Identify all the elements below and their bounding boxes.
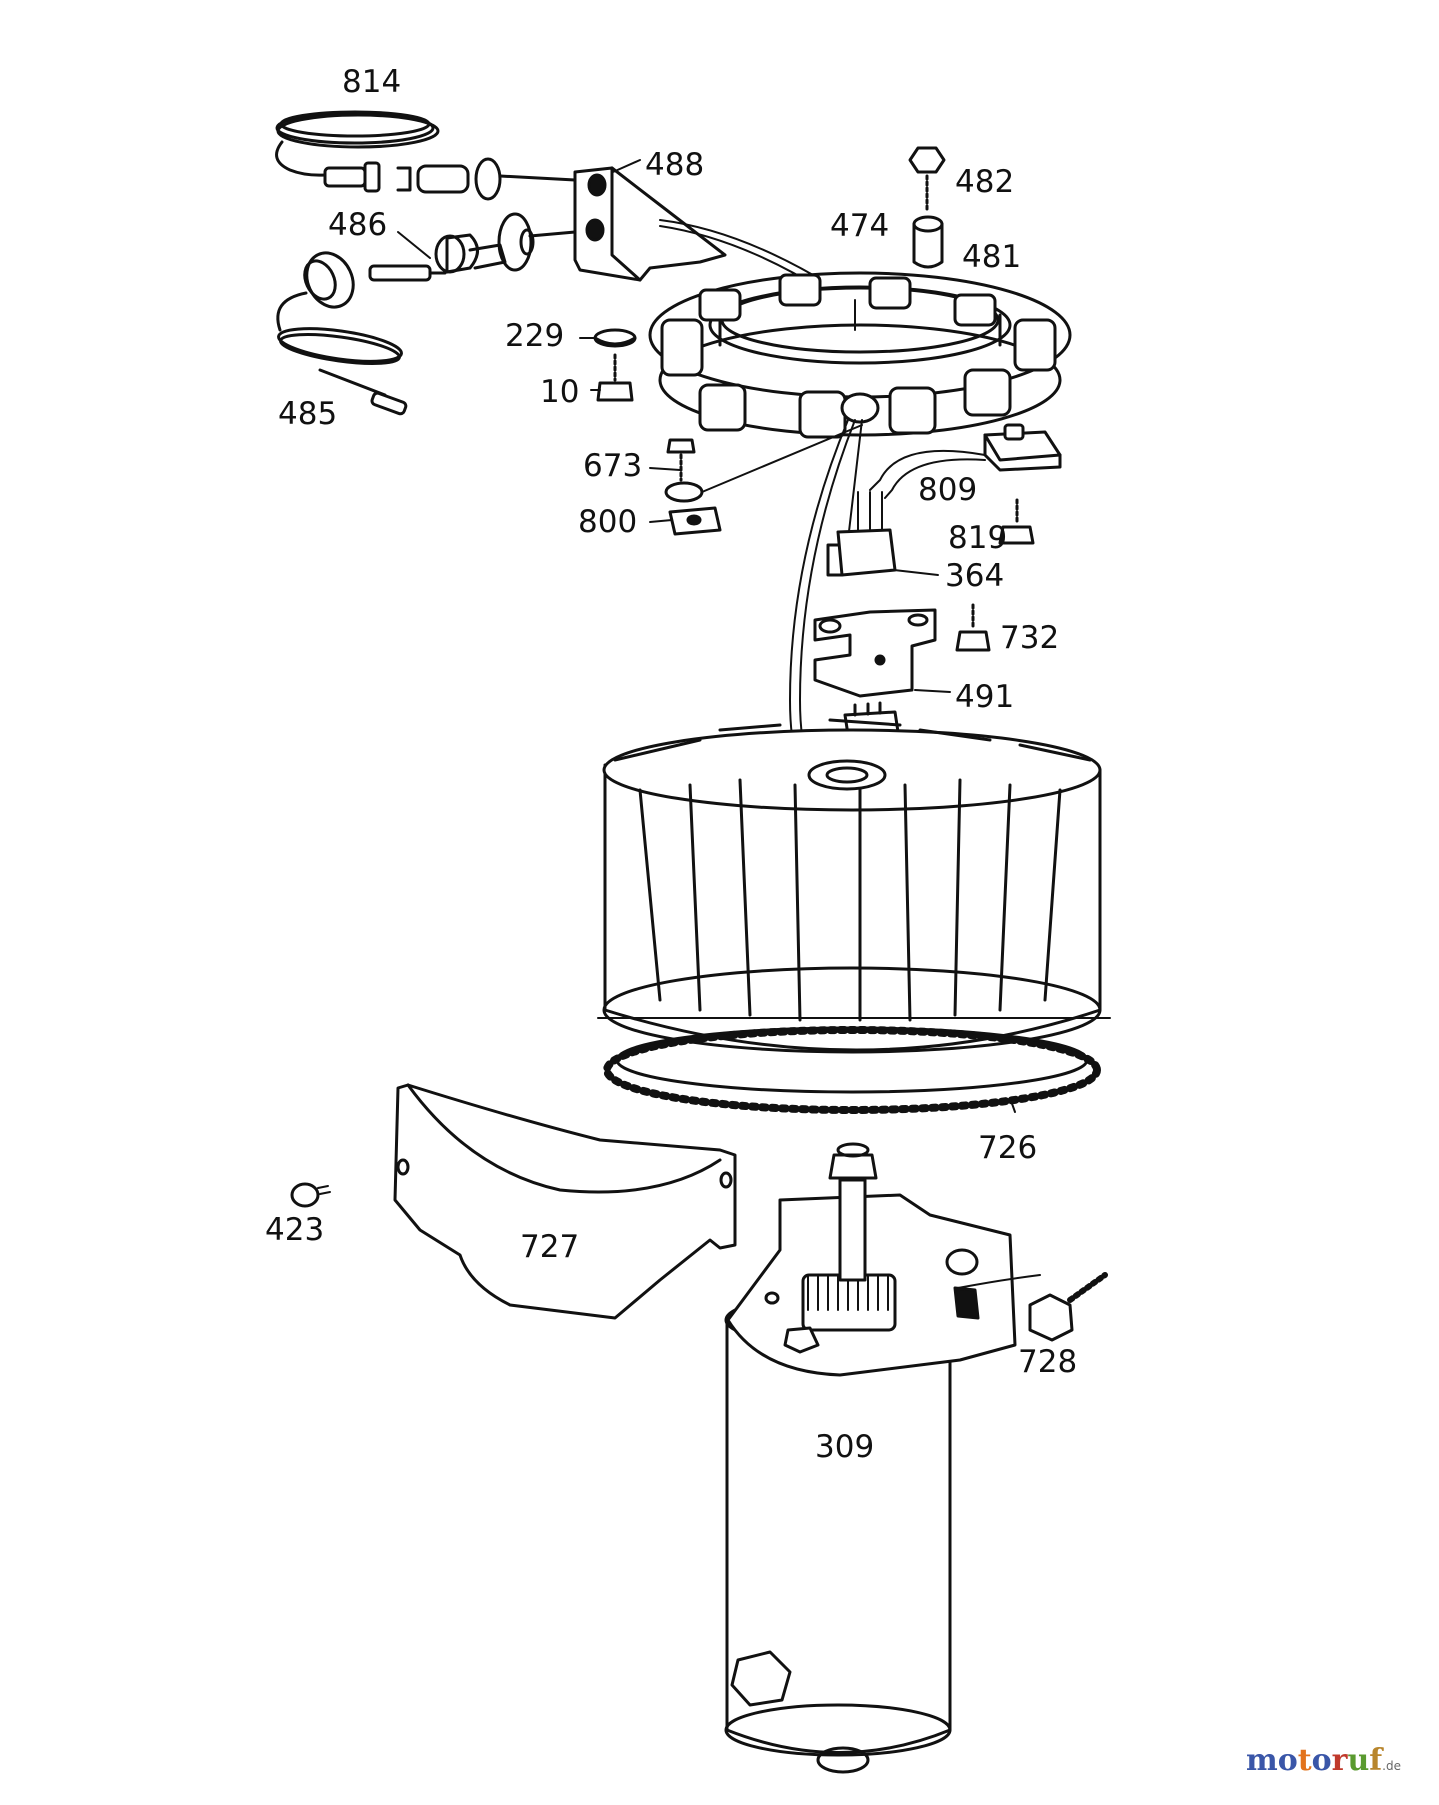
wire-connector (323, 157, 577, 201)
label-809: 809 (918, 472, 977, 508)
watermark-letter: t (1297, 1743, 1312, 1778)
label-482: 482 (955, 164, 1014, 200)
label-486: 486 (328, 207, 387, 243)
connector-364 (826, 491, 897, 577)
label-423: 423 (265, 1212, 324, 1248)
label-364: 364 (945, 558, 1004, 594)
stator-474 (648, 271, 1072, 439)
flywheel-726 (597, 718, 1111, 1114)
label-485: 485 (278, 396, 337, 432)
watermark-text: motoruf (1246, 1743, 1382, 1778)
label-309: 309 (815, 1429, 874, 1465)
label-732: 732 (1000, 620, 1059, 656)
bolt-728 (957, 1272, 1108, 1342)
watermark-letter: o (1311, 1743, 1332, 1778)
label-819: 819 (948, 520, 1007, 556)
label-727: 727 (520, 1229, 579, 1265)
wire-coil-814 (275, 110, 440, 177)
screw-819 (998, 498, 1035, 545)
label-474: 474 (830, 208, 889, 244)
label-673: 673 (583, 448, 642, 484)
ground-wire (701, 424, 863, 493)
label-229: 229 (505, 318, 564, 354)
plug-486 (368, 212, 577, 282)
rectifier-809 (869, 423, 1062, 499)
bracket-491 (813, 608, 937, 698)
screw-10 (596, 353, 634, 402)
cap-485 (276, 251, 408, 416)
watermark-letter: u (1347, 1743, 1370, 1778)
label-491: 491 (955, 679, 1014, 715)
starter-motor-309 (724, 1142, 1017, 1774)
watermark-letter: m (1246, 1743, 1278, 1778)
screw-229 (593, 328, 637, 348)
label-10: 10 (540, 374, 579, 410)
screw-673 (664, 438, 704, 503)
label-726: 726 (978, 1130, 1037, 1166)
watermark-letter: f (1369, 1743, 1383, 1778)
label-814: 814 (342, 64, 401, 100)
label-800: 800 (578, 504, 637, 540)
screw-732 (955, 603, 991, 652)
watermark-suffix: .de (1382, 1759, 1401, 1773)
watermark-letter: r (1331, 1743, 1348, 1778)
label-488: 488 (645, 147, 704, 183)
bracket-488 (573, 166, 831, 293)
watermark-logo: motoruf.de (1246, 1743, 1401, 1778)
watermark-letter: o (1277, 1743, 1298, 1778)
leader-lines (397, 159, 951, 693)
label-481: 481 (962, 239, 1021, 275)
screw-423 (290, 1182, 331, 1208)
shield-727 (393, 1083, 737, 1320)
screw-482 (908, 146, 946, 212)
nut-800 (668, 506, 722, 536)
spacer-481 (912, 215, 944, 269)
label-728: 728 (1018, 1344, 1077, 1380)
